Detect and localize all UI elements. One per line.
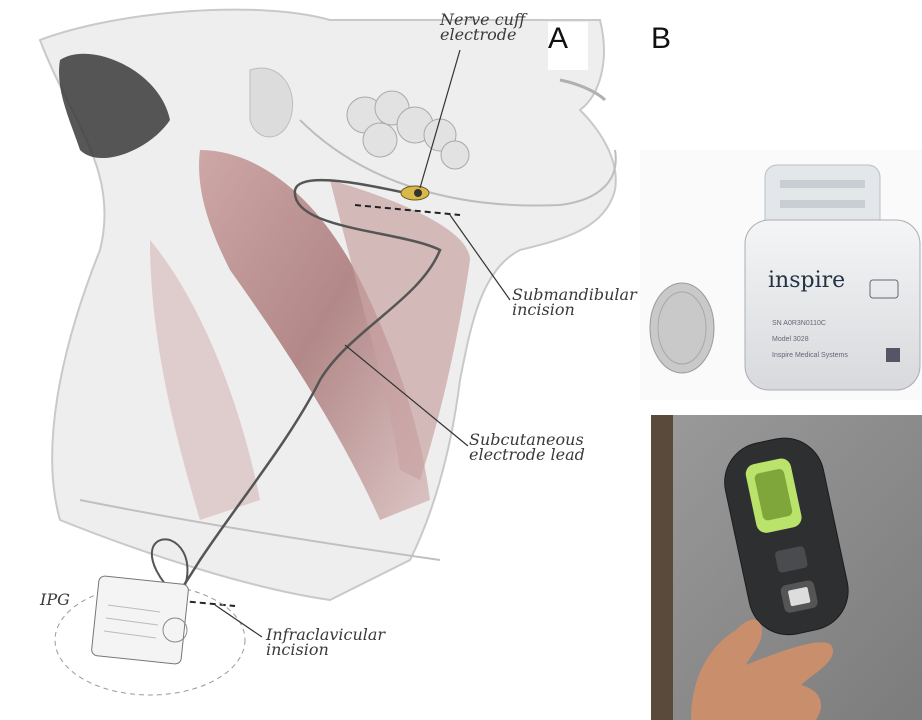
ipg-implant <box>55 576 245 695</box>
ipg-device-photo: inspire SN A0R3N0110C Model 3028 Inspire… <box>640 150 922 400</box>
neck-anatomy-illustration <box>40 10 616 695</box>
panel-label-b: B <box>651 22 671 56</box>
label-submandibular-incision: Submandibular incision <box>512 287 637 317</box>
label-ipg: IPG <box>40 592 70 607</box>
device-serial: SN A0R3N0110C <box>772 320 826 327</box>
nerve-cuff-electrode <box>401 186 429 200</box>
device-maker: Inspire Medical Systems <box>772 352 848 359</box>
device-model: Model 3028 <box>772 336 809 343</box>
label-infraclavicular-incision: Infraclavicular incision <box>266 627 385 657</box>
dark-background <box>651 415 673 720</box>
panel-label-a: A <box>548 22 588 70</box>
coin <box>650 283 714 373</box>
remote-control-photo <box>651 415 922 720</box>
label-nerve-cuff-electrode: Nerve cuff electrode <box>440 12 525 42</box>
leader-infraclavicular <box>215 605 262 637</box>
device-brand: inspire <box>768 268 845 293</box>
remote-photo-art <box>651 415 922 720</box>
label-subcutaneous-electrode-lead: Subcutaneous electrode lead <box>469 432 585 462</box>
device-can <box>745 220 920 390</box>
